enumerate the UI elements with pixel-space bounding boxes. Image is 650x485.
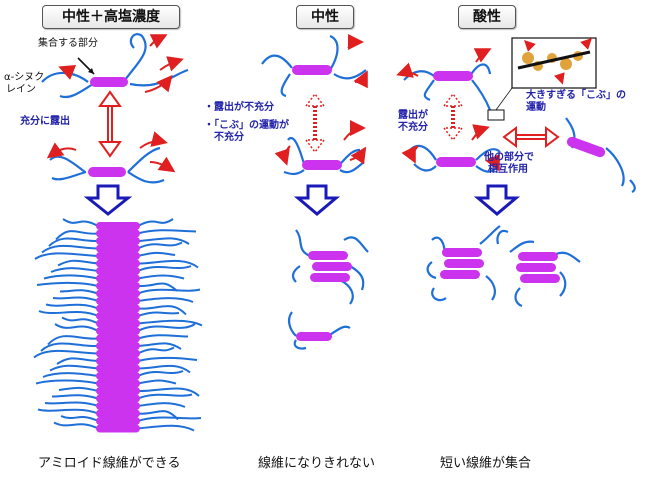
fibril-segment (96, 417, 140, 425)
fibril-chain (40, 342, 182, 352)
right-partner-molecule (565, 117, 636, 193)
label-big-bump-2: 運動 (526, 102, 546, 113)
fibril-chain (44, 401, 186, 408)
fibril-chain (55, 229, 197, 241)
fibril-segment (96, 259, 140, 268)
aggregating-segment (90, 77, 128, 87)
fibril-segment (96, 237, 140, 245)
header-neutral: 中性 (296, 5, 354, 29)
header-acidic: 酸性 (458, 5, 516, 29)
fibril-chain (54, 323, 196, 332)
caption-short-fibrils: 短い線維が集合 (440, 456, 532, 471)
middle-short-stack (291, 229, 369, 305)
fibril-segment (96, 424, 140, 433)
right-dotted-double-arrow (442, 92, 464, 142)
caption-amyloid-fibril: アミロイド線維ができる (38, 456, 181, 471)
fibril-chain (35, 379, 177, 385)
fibril-chain (52, 296, 194, 303)
label-big-bump-1: 大きすぎる「こぶ」の (526, 90, 626, 101)
fibril-chain (38, 310, 180, 317)
fibril-segment (96, 402, 140, 410)
label-alpha-synuclein-1: α-シヌク (4, 72, 45, 83)
fibril-segment (96, 304, 140, 313)
right-horizontal-double-arrow (502, 126, 560, 148)
label-exposure-insufficient-right-1: 露出が (398, 110, 428, 121)
fibril-segment (96, 274, 140, 283)
fibril-chain (43, 274, 185, 280)
fibril-chain (49, 364, 191, 374)
fibril-chain (34, 251, 176, 260)
left-bottom-molecule (46, 131, 176, 184)
label-exposure-insufficient: ・露出が不充分 (204, 102, 274, 113)
label-bump-motion-1: ・「こぶ」の運動が (204, 120, 289, 131)
fibril-segment (96, 297, 140, 305)
fibril-segment (96, 282, 140, 290)
right-bottom-molecule (401, 124, 501, 173)
fibril-chain (45, 303, 187, 316)
middle-lone-molecule (287, 311, 351, 350)
fibril-chain (42, 370, 184, 378)
fibril-segment (96, 409, 140, 418)
fibril-segment (96, 387, 140, 395)
fibril-segment (96, 229, 140, 238)
fibril-chain (33, 346, 175, 359)
fibril-chain (53, 421, 195, 432)
fibril-chain (37, 408, 179, 421)
label-exposure-insufficient-right-2: 不充分 (398, 122, 428, 133)
fibril-segment (96, 349, 140, 358)
amyloid-fibril (33, 218, 203, 433)
right-down-arrow (473, 184, 521, 216)
bump-inset (511, 37, 597, 89)
fibril-chain (60, 415, 202, 422)
fibril-chain (51, 393, 193, 400)
fibril-chain (62, 218, 174, 227)
fibril-chain (59, 288, 201, 295)
fibril-chain (61, 316, 203, 327)
fibril-segment (96, 364, 140, 373)
fibril-chain (57, 259, 199, 269)
fibril-chain (36, 281, 178, 292)
fibril-segment (96, 222, 140, 230)
label-aggregating-part: 集合する部分 (38, 38, 98, 49)
fibril-segment (96, 394, 140, 403)
fibril-segment (96, 244, 140, 253)
fibril-chain (50, 265, 192, 273)
fibril-segment (96, 289, 140, 298)
label-fully-exposed: 充分に露出 (20, 116, 70, 127)
middle-double-arrow (304, 92, 326, 154)
fibril-segment (96, 319, 140, 328)
fibril-segment (96, 334, 140, 343)
fibril-segment (96, 342, 140, 350)
fibril-chain (56, 356, 198, 365)
left-double-arrow (98, 90, 122, 158)
fibril-segment (96, 327, 140, 335)
fibril-segment (96, 252, 140, 260)
fibril-segment (96, 312, 140, 320)
fibril-segment (96, 267, 140, 275)
fibril-chain (41, 241, 183, 254)
left-down-arrow (83, 184, 133, 216)
label-alpha-synuclein-2: レイン (6, 84, 36, 95)
fibril-chain (58, 386, 200, 397)
fibril-segment (96, 357, 140, 365)
middle-bottom-molecule (274, 120, 367, 176)
middle-top-molecule (261, 34, 368, 98)
right-short-fibrils (426, 225, 581, 308)
middle-down-arrow (293, 184, 341, 216)
caption-incomplete-fibril: 線維になりきれない (258, 456, 376, 471)
fibril-chain (48, 237, 190, 247)
label-other-part-1: 他の部分で (484, 152, 534, 163)
fibril-segment (96, 372, 140, 380)
left-top-molecule (41, 33, 189, 99)
header-neutral-high-salt: 中性＋高塩濃度 (42, 5, 180, 29)
right-top-molecule (396, 48, 492, 111)
zoom-marker (487, 109, 505, 121)
label-bump-motion-2: 不充分 (214, 132, 244, 143)
label-other-part-2: 相互作用 (488, 164, 528, 175)
fibril-chain (47, 334, 189, 346)
fibril-segment (96, 379, 140, 388)
